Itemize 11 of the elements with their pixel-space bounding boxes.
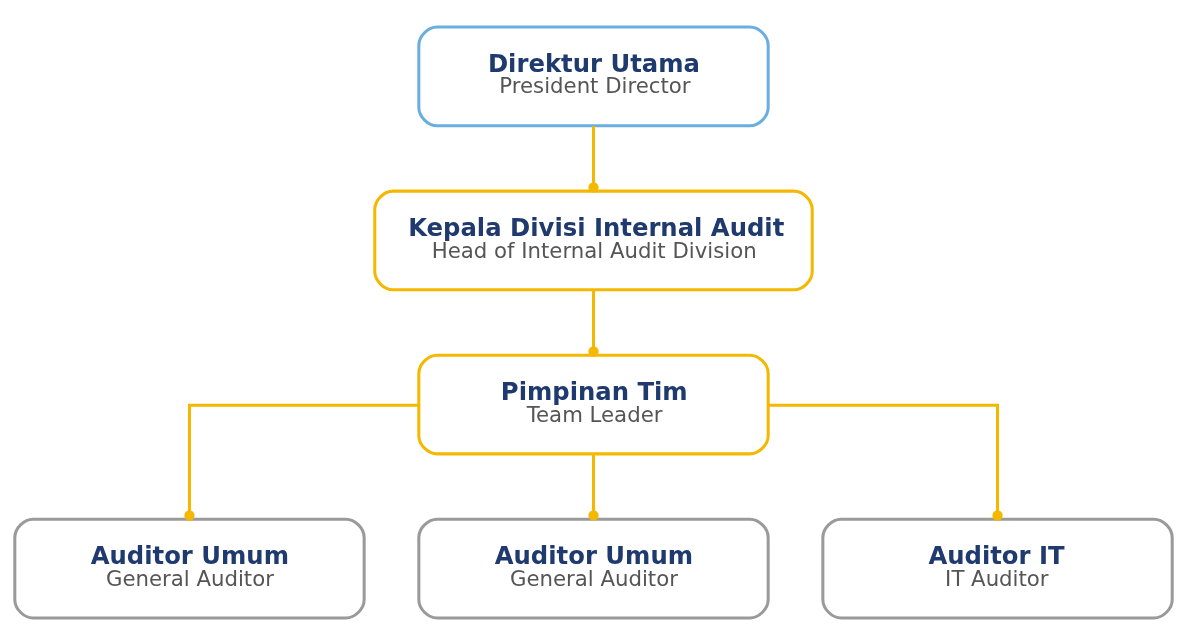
connector <box>768 403 1003 521</box>
connector <box>588 453 599 521</box>
node-box: Pimpinan Tim Team Leader <box>417 353 770 455</box>
node-box: Direktur Utama President Director <box>417 25 770 127</box>
node-box: Auditor Umum General Auditor <box>417 517 770 619</box>
connector <box>588 289 599 357</box>
node-box: Kepala Divisi Internal Audit Head of Internal Audit Division <box>373 189 814 291</box>
connector <box>184 403 419 521</box>
node-box: Auditor IT IT Auditor <box>821 517 1174 619</box>
node-box: Auditor Umum General Auditor <box>13 517 366 619</box>
connector <box>588 125 599 192</box>
